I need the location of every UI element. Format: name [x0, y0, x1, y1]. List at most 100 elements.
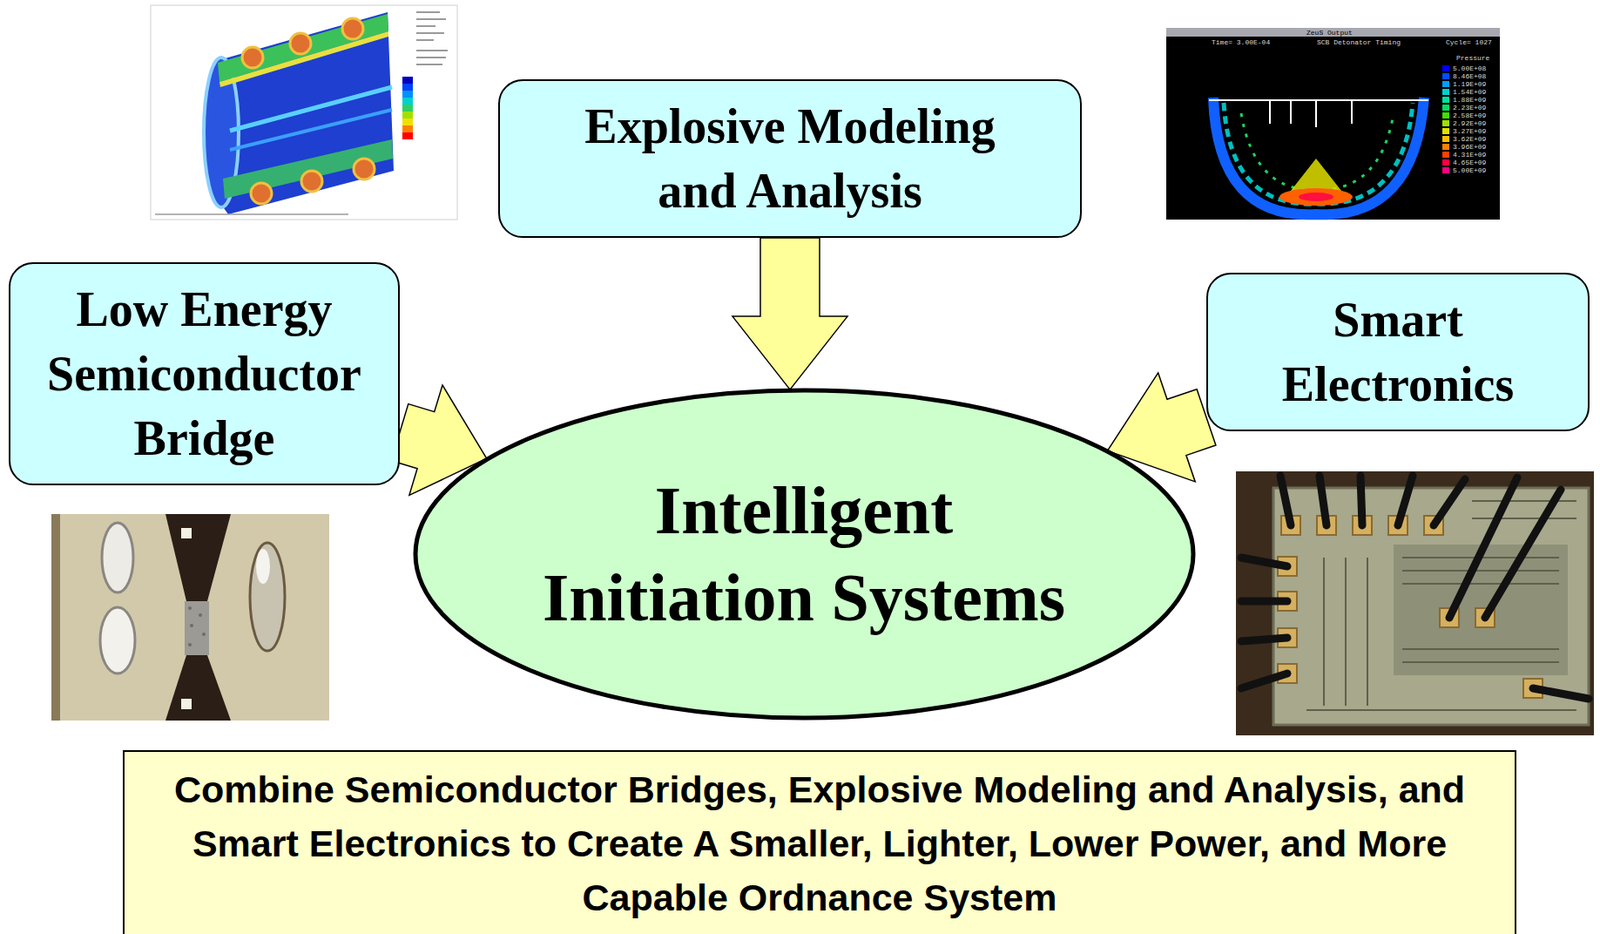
info-line	[416, 56, 446, 59]
dot	[189, 623, 194, 628]
legend-text: 5.00E+08	[1452, 64, 1486, 73]
legend-text: 2.58E+09	[1452, 111, 1486, 120]
title-bar	[1166, 27, 1500, 37]
pin	[1315, 100, 1317, 128]
legend-swatch	[1442, 143, 1450, 150]
fea-info-lines	[155, 12, 448, 215]
node-text: Combine Semiconductor Bridges, Explosive…	[131, 762, 1508, 925]
color-step	[402, 125, 413, 133]
image-label: SCB Detonator Timing	[1316, 38, 1401, 47]
process-box: Explosive Modeling and Analysis	[498, 79, 1082, 238]
wire	[1241, 637, 1288, 642]
legend-swatch	[1442, 159, 1450, 166]
image-label: Pressure	[1456, 54, 1490, 62]
pressure-peak	[1298, 192, 1334, 202]
fea-bolt	[353, 158, 375, 180]
wire	[1241, 673, 1288, 689]
legend-swatch	[1442, 151, 1450, 158]
fea-model-image	[150, 5, 458, 220]
fea-bolt	[301, 170, 323, 192]
legend-text: 4.31E+09	[1452, 150, 1486, 159]
image-frame	[1235, 471, 1594, 736]
fea-stress-line	[229, 87, 392, 131]
wire	[1241, 557, 1288, 567]
wire	[1449, 477, 1518, 618]
wire	[1433, 479, 1465, 526]
legend-swatch	[1442, 65, 1450, 72]
block-arrow	[732, 237, 848, 390]
wire	[1241, 597, 1288, 606]
contact-pad	[181, 527, 192, 539]
color-step	[402, 83, 413, 91]
legend-swatch	[1442, 120, 1450, 127]
trace	[1402, 648, 1560, 650]
pin	[1269, 100, 1271, 124]
trace	[1471, 499, 1577, 502]
ellipse-outline	[412, 387, 1196, 721]
image-label: Cycle= 1027	[1445, 38, 1492, 47]
bond-pads	[1277, 515, 1543, 698]
image-frame	[150, 5, 458, 220]
wire	[1485, 489, 1561, 618]
goal-ellipse: Intelligent Initiation Systems	[412, 387, 1196, 721]
legend-swatch	[1442, 81, 1450, 88]
color-step	[402, 111, 413, 119]
legend-text: 3.62E+09	[1452, 135, 1486, 143]
wire	[1360, 475, 1363, 526]
node-text: Explosive Modeling and Analysis	[554, 94, 1026, 223]
legend-swatch	[1442, 73, 1450, 80]
color-step	[402, 104, 413, 112]
ellipse-shape	[415, 390, 1194, 718]
pressure-peak	[1279, 188, 1353, 206]
trace	[1323, 557, 1325, 706]
dot	[188, 642, 192, 647]
fea-bolt	[242, 47, 264, 68]
info-line	[416, 11, 440, 14]
wire-bond	[101, 522, 134, 593]
image-label: Time= 3.00E-04	[1211, 38, 1270, 47]
info-line	[416, 63, 443, 66]
legend-text: 1.19E+09	[1452, 80, 1486, 88]
image-frame	[1166, 27, 1500, 220]
pin	[1350, 100, 1353, 124]
wire	[1319, 475, 1327, 526]
scb-photo	[51, 513, 330, 721]
color-step	[402, 90, 413, 98]
info-line	[416, 18, 446, 21]
dot	[198, 613, 203, 617]
photo-edge	[51, 513, 61, 721]
legend-text: 3.27E+09	[1452, 127, 1486, 136]
trace	[1366, 557, 1369, 706]
fea-stress-band	[222, 139, 393, 199]
legend-swatch	[1442, 128, 1450, 135]
dot	[202, 632, 206, 636]
legend-text: 1.54E+09	[1452, 87, 1486, 96]
bridge-land	[165, 654, 231, 721]
wire	[1532, 688, 1589, 699]
legend-swatch	[1442, 112, 1450, 119]
wire-bond	[100, 607, 136, 674]
trace	[1402, 569, 1560, 572]
bridge-texture	[188, 606, 206, 647]
legend-text: 8.46E+08	[1452, 72, 1486, 81]
color-step	[402, 76, 413, 84]
info-line	[416, 49, 448, 52]
wire	[1280, 475, 1291, 526]
fea-bolt	[342, 18, 364, 40]
legend-text: 4.65E+09	[1452, 158, 1486, 167]
color-step	[402, 132, 413, 140]
node-text: Smart Electronics	[1232, 287, 1564, 417]
pressure-wave	[1213, 97, 1425, 215]
circuit-block	[1393, 544, 1568, 676]
trace	[1402, 661, 1560, 663]
trace	[1344, 557, 1347, 706]
pin	[1289, 100, 1292, 124]
bridge-neck	[184, 600, 210, 655]
legend-swatch	[1442, 88, 1450, 95]
info-line	[416, 32, 445, 34]
image-label: ZeuS Output	[1306, 28, 1353, 37]
trace	[1306, 708, 1577, 711]
info-line	[416, 39, 434, 41]
